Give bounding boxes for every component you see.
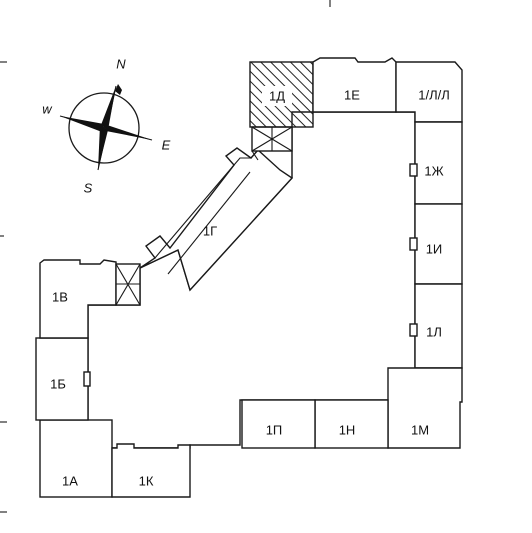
compass-rose: N E S w [42,56,170,195]
section-1a-label: 1А [62,473,78,488]
section-1n-label: 1Н [339,422,356,437]
section-1b-label: 1Б [50,376,66,391]
section-1p[interactable]: 1П [241,399,316,449]
section-1p-label: 1П [266,422,283,437]
section-1d[interactable]: 1Д [249,61,314,128]
section-1b[interactable]: 1Б [35,337,91,421]
section-1k[interactable]: 1К [111,443,191,498]
section-1ll[interactable]: 1/Л/Л [395,61,463,123]
section-1g-label: 1Г [203,223,217,238]
section-1m[interactable]: 1М [387,367,463,449]
section-1l[interactable]: 1Л [409,283,463,369]
section-1v[interactable]: 1В [39,259,117,339]
section-1v-label: 1В [52,289,68,304]
section-1d-label: 1Д [269,88,285,103]
compass-south-label: S [84,180,93,195]
section-1e[interactable]: 1Е [312,57,397,113]
section-1a[interactable]: 1А [39,419,113,498]
section-1i-label: 1И [426,241,443,256]
section-1g[interactable]: 1Г [139,147,294,292]
compass-circle [68,92,140,164]
section-1ll-label: 1/Л/Л [418,87,450,102]
section-1zh[interactable]: 1Ж [409,121,463,205]
section-1m-label: 1М [411,422,429,437]
stair-cell-west [115,263,141,306]
compass-north-label: N [116,56,126,71]
compass-west-label: w [42,101,53,116]
section-1k-label: 1К [139,473,154,488]
compass-east-label: E [162,137,171,152]
margin-marks [0,0,331,513]
section-1l-label: 1Л [426,324,442,339]
section-1i[interactable]: 1И [409,203,463,285]
section-1n[interactable]: 1Н [314,399,389,449]
section-1zh-label: 1Ж [424,163,443,178]
section-1e-label: 1Е [344,87,360,102]
north-arrow-icon [101,86,116,130]
